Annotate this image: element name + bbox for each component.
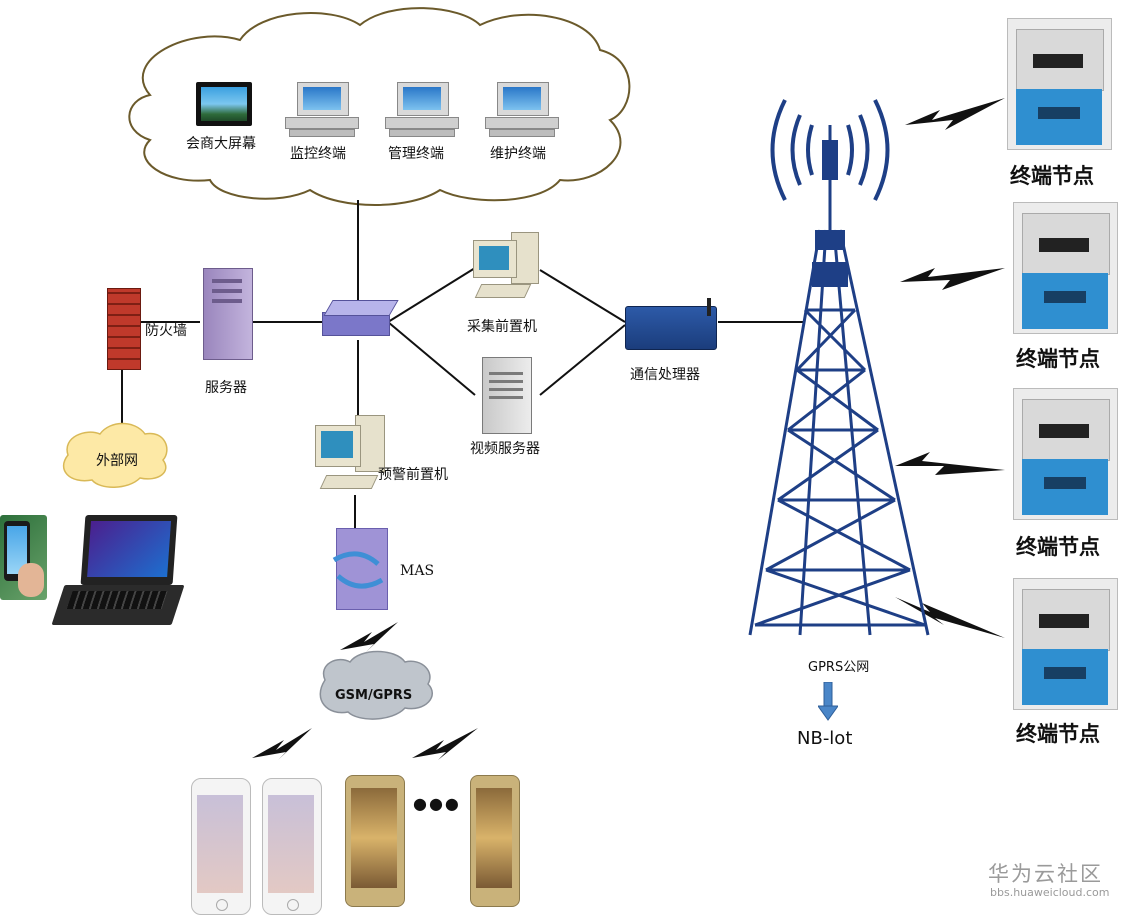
gas-meter-image [1013, 578, 1118, 710]
external-net-cloud [62, 422, 168, 488]
watermark-url: bbs.huaweicloud.com [990, 886, 1110, 899]
lightning-icon [252, 98, 1005, 760]
comm-processor-label: 通信处理器 [630, 367, 700, 383]
phone-icon [470, 775, 520, 907]
phone-icon [262, 778, 322, 915]
management-terminal-icon [385, 82, 460, 137]
terminal-node-label: 终端节点 [1016, 535, 1100, 559]
terminal-node-label: 终端节点 [1010, 164, 1094, 188]
watermark-title: 华为云社区 [988, 862, 1103, 886]
server-icon [203, 268, 253, 360]
gas-meter-image [1013, 388, 1118, 520]
gsm-gprs-cloud [319, 650, 434, 720]
management-terminal-label: 管理终端 [388, 146, 444, 162]
video-server-icon [482, 357, 532, 434]
smartphone-hand-image [0, 515, 47, 600]
firewall-label: 防火墙 [145, 323, 187, 339]
mas-icon [328, 528, 388, 610]
video-server-label: 视频服务器 [470, 441, 540, 457]
server-label: 服务器 [205, 380, 247, 396]
terminal-node-label: 终端节点 [1016, 722, 1100, 746]
big-screen-icon [196, 82, 252, 126]
collection-machine-label: 采集前置机 [467, 319, 537, 335]
collection-machine-icon [473, 232, 541, 304]
external-net-label: 外部网 [96, 453, 138, 469]
gas-meter-image [1007, 18, 1112, 150]
warning-machine-icon [315, 415, 387, 495]
switch-icon [322, 300, 399, 338]
terminal-cloud [128, 7, 631, 206]
terminal-node-label: 终端节点 [1016, 347, 1100, 371]
maintenance-terminal-icon [485, 82, 560, 137]
gprs-net-label: GPRS公网 [808, 660, 870, 675]
nb-iot-label: NB-lot [797, 728, 853, 749]
down-arrow-icon [818, 682, 838, 721]
firewall-icon [107, 288, 141, 370]
monitor-terminal-label: 监控终端 [290, 146, 346, 162]
monitor-terminal-icon [285, 82, 360, 137]
big-screen-label: 会商大屏幕 [186, 136, 256, 152]
gas-meter-image [1013, 202, 1118, 334]
phone-icon [191, 778, 251, 915]
phone-icon [345, 775, 405, 907]
maintenance-terminal-label: 维护终端 [490, 146, 546, 162]
ellipsis-dots: ●●● [413, 794, 461, 813]
warning-machine-label: 预警前置机 [378, 467, 448, 483]
mas-label: MAS [400, 563, 435, 579]
gsm-gprs-label: GSM/GPRS [335, 688, 413, 703]
comm-processor-icon [625, 298, 720, 350]
